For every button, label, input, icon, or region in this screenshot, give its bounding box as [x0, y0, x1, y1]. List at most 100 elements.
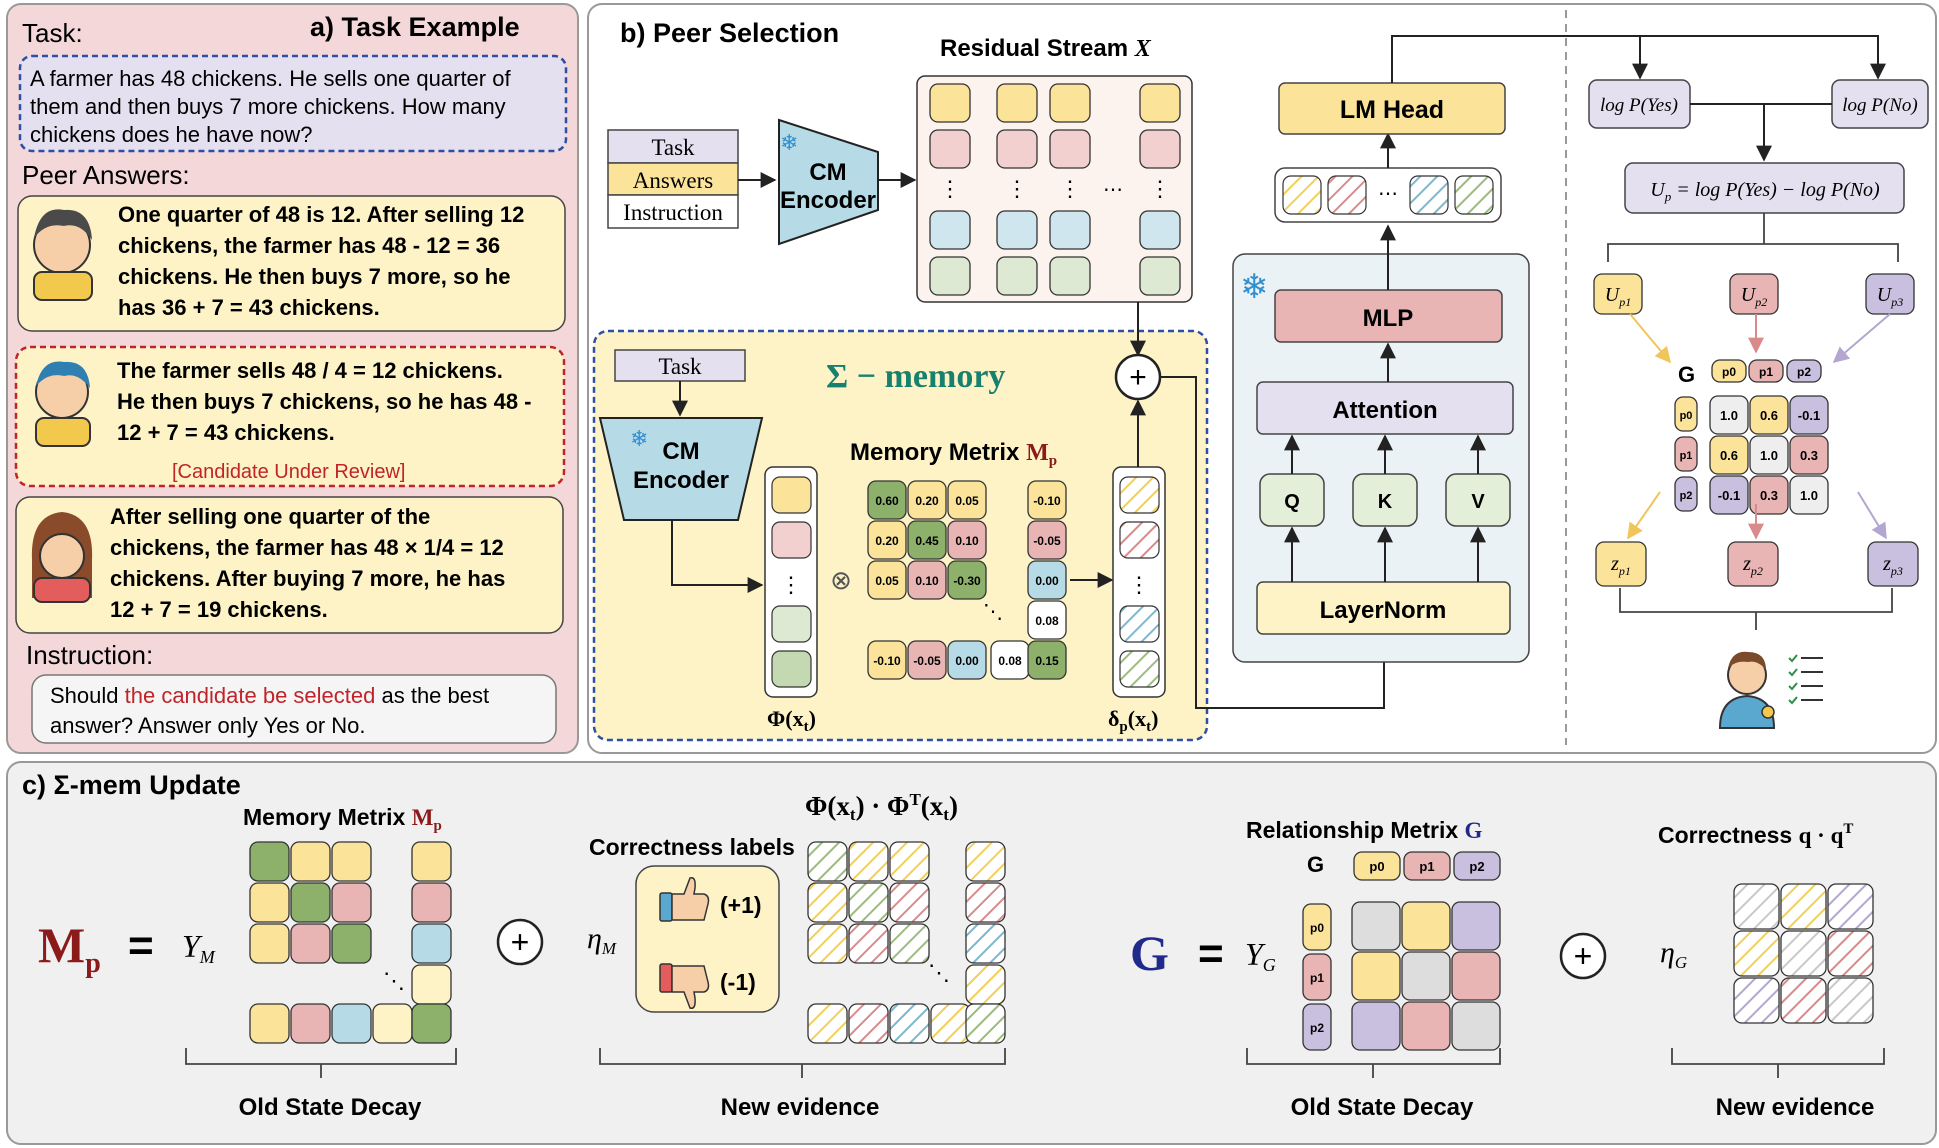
instruction-line-1: Should the candidate be selected as the … — [50, 683, 489, 708]
c-mem-col-cell — [411, 841, 452, 882]
c-g-cell — [1401, 901, 1451, 951]
g-value: 1.0 — [1800, 488, 1818, 503]
instruction-box — [31, 674, 557, 744]
c-ev-cell — [848, 882, 889, 923]
residual-cell — [1049, 256, 1091, 296]
c-g-cell — [1451, 951, 1501, 1001]
matrix-col-cell — [1027, 520, 1067, 560]
new-evidence-1: New evidence — [721, 1094, 880, 1121]
matrix-col-value: 0.08 — [1035, 614, 1059, 628]
matrix-col-value: -0.05 — [1033, 534, 1061, 548]
c-ev-cell — [889, 923, 930, 964]
g-value: 1.0 — [1720, 408, 1738, 423]
z-label: zp3 — [1882, 553, 1903, 578]
relationship-label: Relationship Metrix G — [1246, 817, 1483, 843]
c-qq-cell — [1733, 977, 1780, 1024]
residual-cell — [1049, 83, 1091, 123]
svg-text:=: = — [1198, 929, 1224, 978]
g-value: 0.6 — [1720, 448, 1738, 463]
c-ev-cell — [889, 841, 930, 882]
c-mem-last-cell — [411, 1003, 452, 1044]
new-evidence-matrix — [807, 841, 1006, 1044]
svg-text:K: K — [1378, 491, 1393, 513]
g-head — [1748, 359, 1784, 383]
svg-text:⋱: ⋱ — [928, 960, 950, 985]
c-mem-cell — [290, 923, 331, 964]
old-memory-matrix — [249, 841, 452, 1044]
c-g-cell — [1351, 901, 1401, 951]
z-box — [1595, 541, 1647, 587]
c-g-row-label: p1 — [1310, 971, 1324, 985]
residual-stream-box — [916, 75, 1193, 303]
matrix-value: 0.20 — [915, 494, 939, 508]
delta-label: δp(xt) — [1108, 706, 1158, 735]
svg-text:+: + — [1129, 361, 1147, 394]
matrix-value: -0.30 — [953, 574, 981, 588]
matrix-last-cell — [907, 640, 947, 680]
upsilon-g: ΥG — [1245, 936, 1276, 975]
c-ev-col-cell — [965, 964, 1006, 1005]
residual-cell — [996, 256, 1038, 296]
c-g-cell — [1451, 901, 1501, 951]
c-mem-cell — [249, 923, 290, 964]
c-mem-col-cell — [411, 923, 452, 964]
answer-1-line-4: has 36 + 7 = 43 chickens. — [118, 295, 380, 320]
g-label: G — [1678, 362, 1695, 387]
residual-cell — [929, 83, 971, 123]
c-g-cell — [1401, 951, 1451, 1001]
candidate-answer-box — [14, 345, 566, 488]
z-box — [1727, 541, 1779, 587]
answer-3-line-1: After selling one quarter of the — [110, 504, 430, 529]
matrix-value: 0.45 — [915, 534, 939, 548]
answer-3-line-2: chickens, the farmer has 48 × 1/4 = 12 — [110, 535, 504, 560]
c-g-row-label: p2 — [1310, 1021, 1324, 1035]
residual-dots: ⋮ — [1149, 176, 1171, 201]
svg-text:=: = — [128, 921, 154, 970]
c-ev-cell — [848, 923, 889, 964]
c-g-row-label: p0 — [1310, 921, 1324, 935]
old-state-decay-2: Old State Decay — [1291, 1094, 1474, 1121]
correctness-qq: Correctness q · qT — [1658, 821, 1853, 848]
residual-stream-label: Residual Stream X — [940, 35, 1152, 62]
u-label: Up3 — [1877, 284, 1903, 309]
g-cell — [1709, 475, 1749, 515]
g-row-label: p0 — [1680, 410, 1693, 422]
answer-3-line-3: chickens. After buying 7 more, he has — [110, 566, 505, 591]
cm-encoder-top: ❄ CM Encoder — [778, 118, 879, 246]
z-label: zp2 — [1742, 553, 1763, 578]
thumbs-down-icon — [659, 963, 710, 1010]
phi-label: Φ(xt) — [767, 706, 816, 735]
matrix-diag-dots: ⋱ — [983, 601, 1003, 623]
matrix-cell — [907, 520, 947, 560]
c-mem-last-cell — [290, 1003, 331, 1044]
avatar-1 — [33, 209, 93, 301]
task-label: Task: — [22, 18, 83, 48]
matrix-value: 0.10 — [915, 574, 939, 588]
c-mem-cell — [290, 882, 331, 923]
up-formula: Up = log P(Yes) − log P(No) — [1650, 179, 1880, 204]
c-memory-matrix-label: Memory Metrix Mp — [243, 804, 442, 834]
c-mem-col-cell — [411, 882, 452, 923]
input-task: Task — [651, 135, 695, 160]
g-head — [1786, 359, 1822, 383]
c-g-head-label: p1 — [1419, 859, 1434, 874]
residual-cell — [929, 129, 971, 169]
multiply-icon: ⊗ — [830, 565, 852, 595]
matrix-cell — [867, 480, 907, 520]
svg-text:log P(Yes): log P(Yes) — [1600, 95, 1678, 116]
residual-dots: ⋮ — [1059, 176, 1081, 201]
svg-text:Attention: Attention — [1332, 397, 1437, 424]
g-cell — [1749, 435, 1789, 475]
svg-text:+: + — [511, 924, 530, 960]
c-mem-cell — [331, 841, 372, 882]
phi-outer-product: Φ(xt) · ΦT(xt) — [805, 790, 958, 824]
c-qq-cell — [1780, 930, 1827, 977]
svg-text:log P(No): log P(No) — [1842, 95, 1917, 116]
answer-2-line-3: 12 + 7 = 43 chickens. — [117, 420, 335, 445]
svg-text:CM: CM — [662, 438, 699, 465]
peer-answers-label: Peer Answers: — [22, 160, 190, 190]
